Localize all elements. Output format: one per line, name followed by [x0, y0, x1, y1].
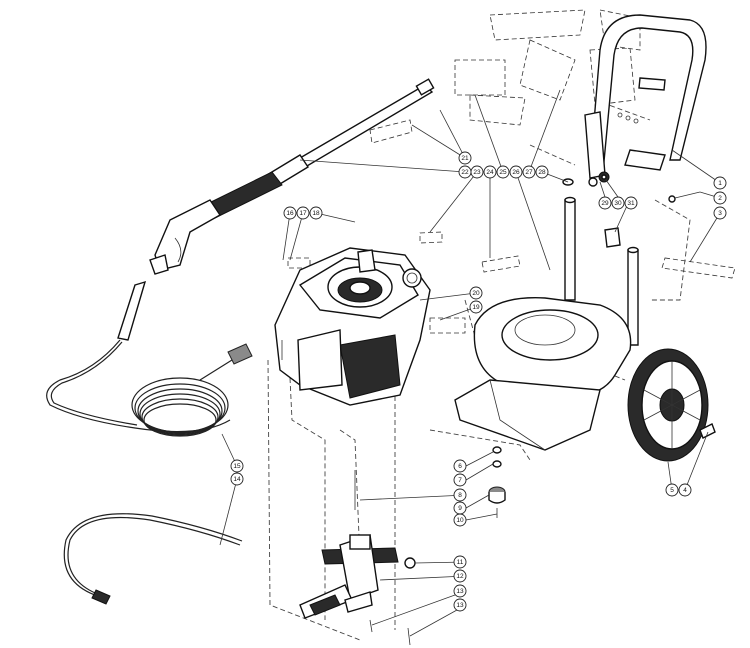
callout-13-a: 13: [453, 584, 467, 598]
callout-13-b: 13: [453, 598, 467, 612]
cart-frame: [454, 196, 639, 451]
callout-26: 26: [509, 165, 523, 179]
svg-text:17: 17: [299, 210, 307, 217]
callout-1: 1: [713, 176, 727, 190]
svg-text:1: 1: [718, 180, 722, 187]
callout-23: 23: [470, 165, 484, 179]
callout-29: 29: [598, 196, 612, 210]
svg-text:20: 20: [472, 290, 480, 297]
svg-text:19: 19: [472, 304, 480, 311]
svg-text:25: 25: [499, 169, 507, 176]
svg-text:18: 18: [312, 210, 320, 217]
svg-text:4: 4: [683, 487, 687, 494]
callout-8: 8: [453, 488, 467, 502]
svg-text:3: 3: [718, 210, 722, 217]
callout-12: 12: [453, 569, 467, 583]
hardware: [488, 171, 701, 518]
callout-20: 20: [469, 286, 483, 300]
svg-text:11: 11: [457, 559, 464, 566]
svg-text:8: 8: [458, 492, 462, 499]
svg-text:21: 21: [461, 155, 469, 162]
callout-19: 19: [469, 300, 483, 314]
svg-text:13: 13: [456, 588, 464, 595]
callout-16: 16: [283, 206, 297, 220]
svg-text:13: 13: [456, 602, 464, 609]
svg-text:10: 10: [456, 517, 464, 524]
pump: [299, 470, 416, 646]
handle-frame: [584, 14, 707, 179]
coiled-hose: [131, 343, 253, 437]
callout-27: 27: [522, 165, 536, 179]
callout-3: 3: [713, 206, 727, 220]
callout-18: 18: [309, 206, 323, 220]
svg-text:5: 5: [670, 487, 674, 494]
callout-15: 15: [230, 459, 244, 473]
svg-text:30: 30: [614, 200, 622, 207]
svg-text:31: 31: [627, 200, 635, 207]
engine: [274, 247, 431, 406]
callout-22: 22: [458, 165, 472, 179]
callout-7: 7: [453, 473, 467, 487]
callout-31: 31: [624, 196, 638, 210]
callout-14: 14: [230, 472, 244, 486]
callout-bubbles: 1 2 3 5 4 6 7 8 9 10 11 12 13 13 15 14 1…: [230, 151, 727, 612]
spray-wand: [261, 78, 435, 191]
callout-28: 28: [535, 165, 549, 179]
callout-11: 11: [453, 555, 467, 569]
svg-text:9: 9: [458, 505, 462, 512]
leader-lines: [219, 89, 721, 637]
callout-24: 24: [483, 165, 497, 179]
callout-21: 21: [458, 151, 472, 165]
svg-text:14: 14: [233, 476, 241, 483]
garden-hose: [63, 513, 243, 605]
svg-text:15: 15: [233, 463, 241, 470]
svg-text:22: 22: [461, 169, 469, 176]
svg-text:24: 24: [486, 169, 494, 176]
assembly-lines: [267, 99, 691, 641]
callout-17: 17: [296, 206, 310, 220]
svg-text:16: 16: [286, 210, 294, 217]
callout-6: 6: [453, 459, 467, 473]
callout-4: 4: [678, 483, 692, 497]
svg-text:12: 12: [456, 573, 464, 580]
wheel: [627, 348, 716, 462]
spray-gun: [149, 171, 283, 275]
svg-text:2: 2: [718, 195, 722, 202]
svg-text:29: 29: [601, 200, 609, 207]
callout-9: 9: [453, 501, 467, 515]
svg-text:26: 26: [512, 169, 520, 176]
callout-5: 5: [665, 483, 679, 497]
svg-text:6: 6: [458, 463, 462, 470]
svg-text:28: 28: [538, 169, 546, 176]
callout-10: 10: [453, 513, 467, 527]
callout-2: 2: [713, 191, 727, 205]
svg-text:7: 7: [458, 477, 462, 484]
svg-text:27: 27: [525, 169, 533, 176]
callout-25: 25: [496, 165, 510, 179]
callout-30: 30: [611, 196, 625, 210]
svg-text:23: 23: [473, 169, 481, 176]
